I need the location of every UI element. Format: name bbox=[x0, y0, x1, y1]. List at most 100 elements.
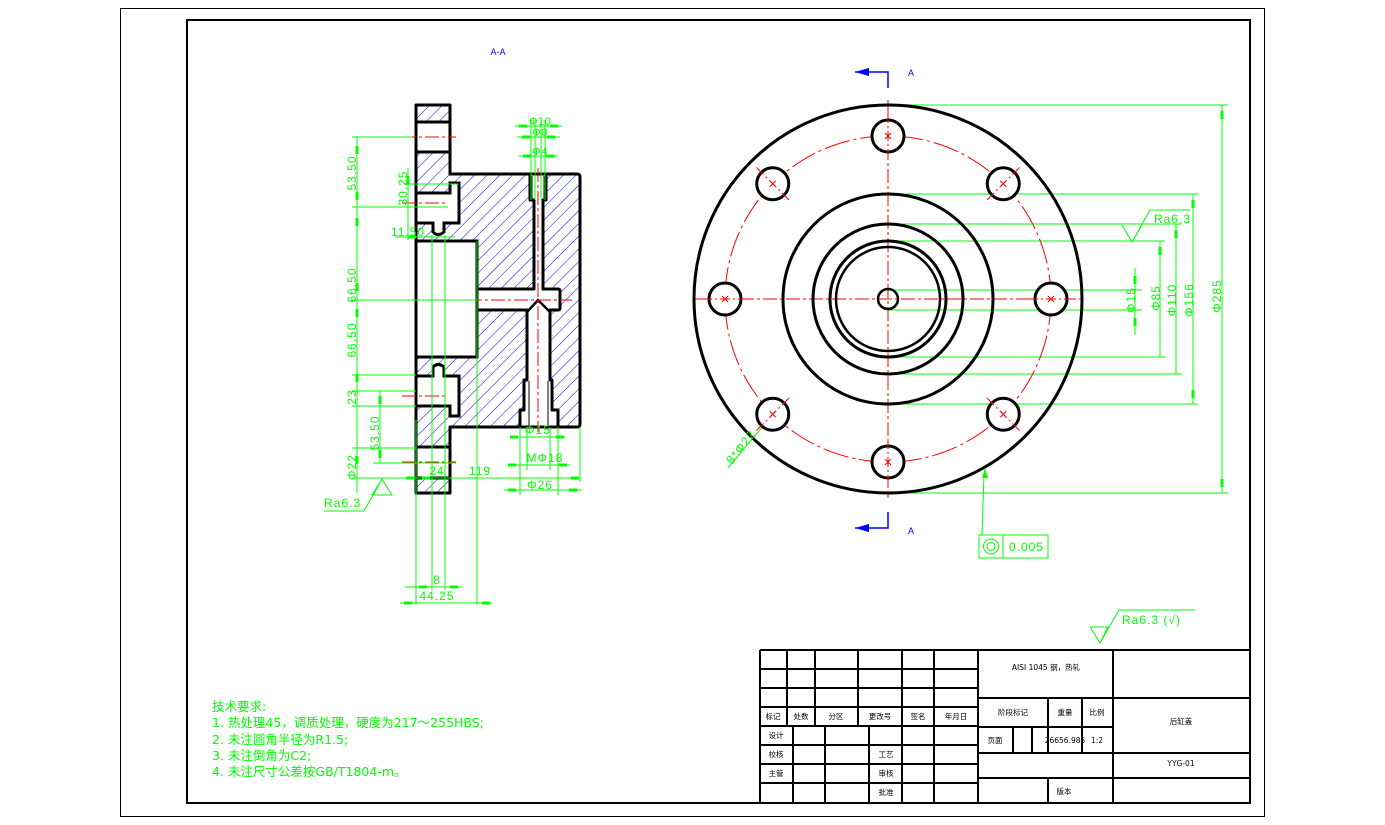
requirement-item: 4. 未注尺寸公差按GB/T1804-m。 bbox=[212, 764, 407, 779]
section-marker-bottom: A bbox=[855, 512, 914, 536]
bore-circle-d85 bbox=[828, 239, 948, 359]
approval-approve: 批准 bbox=[879, 787, 894, 797]
hole-center-mark bbox=[721, 295, 729, 303]
dim-53-50-top: 53.50 bbox=[345, 155, 359, 190]
dimension-arrowhead-icon bbox=[1220, 479, 1224, 487]
dimension-arrowhead-icon bbox=[1174, 230, 1178, 238]
inner-frame bbox=[186, 19, 1251, 804]
dim-66-50-lower: 66.50 bbox=[345, 322, 359, 357]
dim-m18: MΦ18 bbox=[527, 451, 564, 465]
dimension-arrowhead-icon bbox=[510, 435, 518, 439]
rev-header-change-no: 更改号 bbox=[869, 711, 892, 721]
bore-circle-inner bbox=[834, 245, 942, 353]
hole-center-mark bbox=[884, 458, 892, 466]
front-roughness-label: Ra6.3 bbox=[1154, 212, 1191, 226]
dimension-arrowhead-icon bbox=[522, 135, 530, 139]
section-roughness-label: Ra6.3 bbox=[324, 496, 361, 510]
rev-header-count: 处数 bbox=[794, 711, 809, 721]
dim-11-50: 11.50 bbox=[391, 225, 425, 239]
dimension-arrowhead-icon bbox=[355, 192, 359, 200]
dimension-arrowhead-icon bbox=[550, 124, 558, 128]
tolerance-value: 0.005 bbox=[1009, 540, 1044, 554]
approval-check: 校核 bbox=[769, 749, 784, 759]
dimension-arrowhead-icon bbox=[547, 135, 555, 139]
scale-label: 比例 bbox=[1090, 707, 1105, 717]
dimension-arrowhead-icon bbox=[508, 463, 516, 467]
dimension-arrowhead-icon bbox=[546, 154, 554, 158]
requirement-item: 3. 未注倒角为C2; bbox=[212, 748, 311, 763]
dimension-arrowhead-icon bbox=[355, 283, 359, 291]
general-roughness-label: Ra6.3 (√) bbox=[1122, 613, 1181, 627]
dim-119: 119 bbox=[469, 464, 491, 478]
tolerance-leader bbox=[981, 473, 985, 536]
dimension-arrowhead-icon bbox=[1191, 200, 1195, 208]
front-dimension-texts: Φ15 Φ85 Φ110 Φ156 Φ285 8*Φ22 Ra6.3 bbox=[723, 209, 1224, 467]
leader-arrowhead-icon bbox=[982, 468, 988, 478]
centerlines bbox=[402, 100, 1082, 498]
dimension-arrowhead-icon bbox=[571, 476, 579, 480]
section-view bbox=[414, 103, 582, 495]
section-arrow-icon bbox=[855, 512, 889, 529]
approval-supervisor: 主管 bbox=[769, 768, 784, 778]
dim-d22: Φ22 bbox=[345, 454, 359, 480]
center-hole-d15 bbox=[876, 287, 900, 311]
general-roughness: Ra6.3 (√) bbox=[1089, 609, 1195, 644]
dim-front-d85: Φ85 bbox=[1149, 285, 1163, 311]
dimension-arrowhead-icon bbox=[1133, 318, 1137, 326]
dimension-arrowhead-icon bbox=[355, 456, 359, 464]
rev-header-date: 年月日 bbox=[945, 711, 968, 721]
dimension-arrowhead-icon bbox=[355, 218, 359, 226]
central-bore bbox=[414, 239, 479, 359]
approval-process: 工艺 bbox=[879, 750, 894, 759]
dim-front-d15: Φ15 bbox=[1124, 287, 1138, 313]
hole-center-mark bbox=[884, 132, 892, 140]
section-mark-label: A bbox=[908, 526, 914, 536]
dimension-arrowhead-icon bbox=[1133, 276, 1137, 284]
dimension-arrowhead-icon bbox=[419, 585, 427, 589]
material: AISI 1045 钢，热轧 bbox=[1012, 662, 1081, 672]
section-view-title: A-A bbox=[490, 47, 505, 57]
dimension-arrowhead-icon bbox=[559, 463, 567, 467]
tolerance-box bbox=[978, 534, 1049, 559]
requirements-title: 技术要求: bbox=[212, 699, 266, 714]
outer-flange-circle bbox=[692, 103, 1084, 495]
dimension-arrowhead-icon bbox=[406, 476, 414, 480]
dimension-arrowhead-icon bbox=[378, 396, 382, 404]
hole-center-mark bbox=[769, 410, 777, 418]
counterbore-pocket-bottom bbox=[414, 363, 461, 418]
dim-8: 8 bbox=[433, 573, 441, 587]
hole-center-mark bbox=[769, 180, 777, 188]
hole-center-mark bbox=[999, 180, 1007, 188]
arrowhead-icon bbox=[855, 68, 869, 76]
roughness-symbol-icon bbox=[1121, 209, 1190, 244]
dimension-arrowhead-icon bbox=[408, 235, 416, 239]
requirement-item: 2. 未注圆角半径为R1.5; bbox=[212, 732, 348, 747]
dim-front-d285: Φ285 bbox=[1210, 279, 1224, 313]
dimension-arrowhead-icon bbox=[508, 488, 516, 492]
weight-value: 26656.985 bbox=[1045, 736, 1086, 745]
dimension-arrowhead-icon bbox=[355, 309, 359, 317]
dim-front-d156: Φ156 bbox=[1182, 283, 1196, 317]
dimension-arrowhead-icon bbox=[378, 450, 382, 458]
dim-44-25: 44.25 bbox=[419, 589, 454, 603]
concentricity-icon bbox=[983, 538, 999, 555]
stage-mark-label: 阶段标记 bbox=[998, 707, 1028, 717]
dimension-arrowhead-icon bbox=[1220, 111, 1224, 119]
roughness-symbol-icon bbox=[1089, 609, 1195, 644]
bolt-holes bbox=[702, 113, 1074, 485]
dimension-arrowhead-icon bbox=[450, 585, 458, 589]
part-name: 后缸盖 bbox=[1170, 716, 1193, 726]
technical-requirements: 技术要求: 1. 热处理45，调质处理，硬度为217～255HBS; 2. 未注… bbox=[212, 699, 484, 779]
hole-callout: 8*Φ22 bbox=[723, 427, 758, 467]
dimension-arrowhead-icon bbox=[1158, 247, 1162, 255]
dim-d15: Φ15 bbox=[525, 423, 551, 437]
weight-label: 重量 bbox=[1058, 708, 1074, 717]
approval-design: 设计 bbox=[769, 730, 784, 740]
version-label: 版本 bbox=[1057, 786, 1073, 796]
section-mark-label: A bbox=[908, 68, 914, 78]
dimension-arrowhead-icon bbox=[355, 374, 359, 382]
hole-center-mark bbox=[1047, 295, 1055, 303]
boss-circle-d156 bbox=[781, 192, 995, 406]
requirement-item: 1. 热处理45，调质处理，硬度为217～255HBS; bbox=[212, 715, 484, 730]
dim-bore-d4: Φ4 bbox=[532, 146, 548, 158]
